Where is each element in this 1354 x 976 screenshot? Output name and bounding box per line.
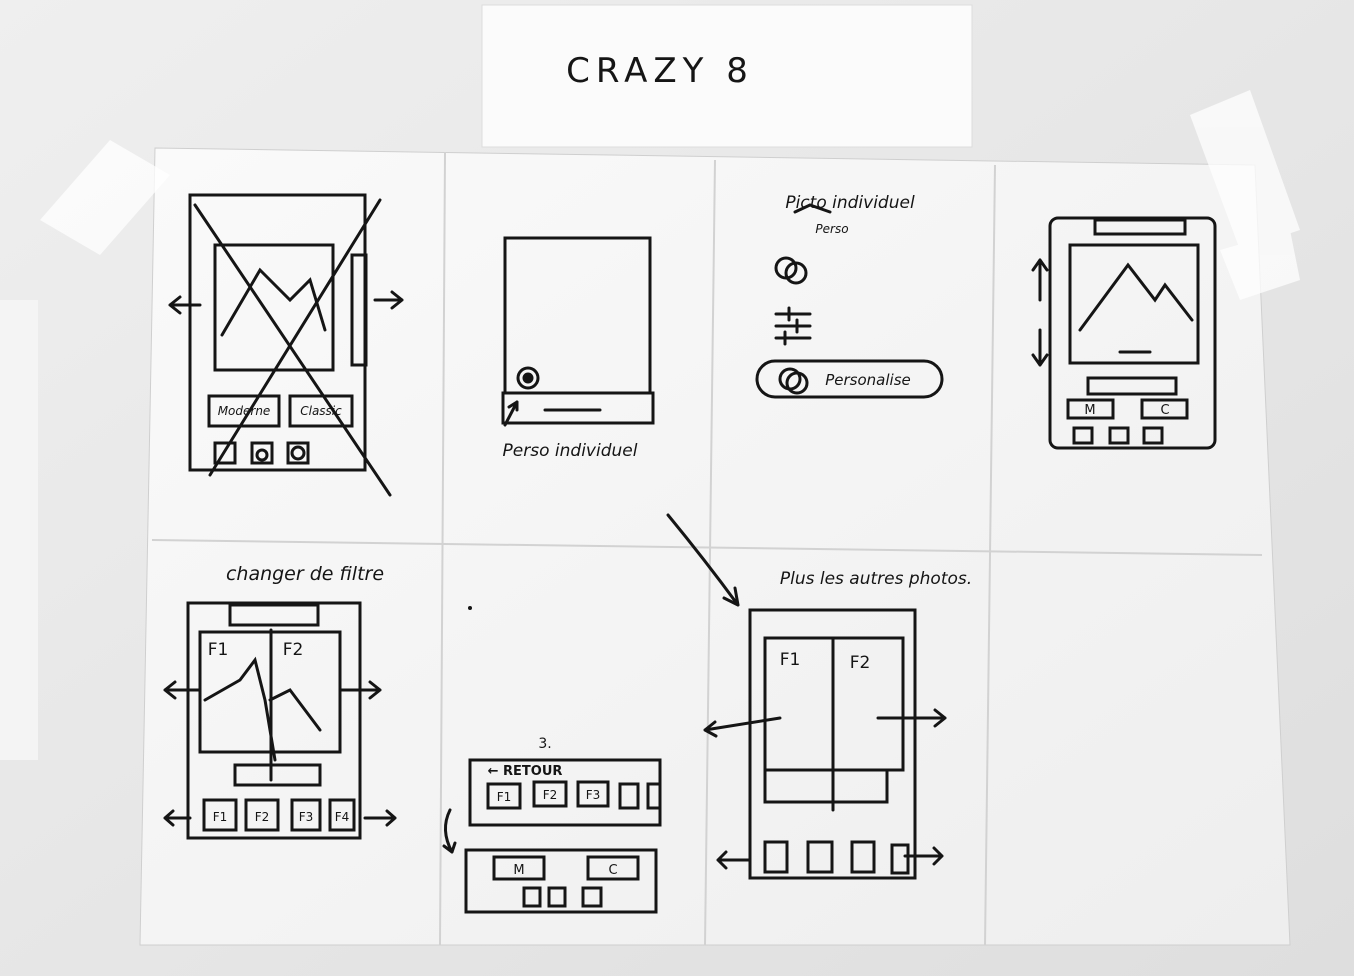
panel3-title: Picto individuel bbox=[785, 193, 915, 213]
panel6-filter-1: F1 bbox=[497, 790, 512, 804]
panel-7-sketch bbox=[666, 513, 947, 880]
panel4-btn-m: M bbox=[1084, 403, 1095, 418]
neighbor-sheet bbox=[0, 300, 38, 760]
phone-frame bbox=[748, 608, 917, 880]
panel7-label-f1: F1 bbox=[780, 650, 801, 670]
panel3-subtitle: Perso bbox=[815, 222, 848, 236]
panel6-filter-3: F3 bbox=[586, 788, 601, 802]
moderne-box bbox=[207, 394, 281, 428]
panel4-btn-c: C bbox=[1160, 403, 1169, 418]
bottom-bar bbox=[501, 391, 655, 425]
tape bbox=[40, 90, 1300, 300]
panel6-back: ← RETOUR bbox=[488, 764, 563, 779]
phone-frame bbox=[186, 601, 362, 840]
panel-4-sketch bbox=[1031, 216, 1217, 450]
panel-2-sketch bbox=[501, 236, 655, 427]
panel2-caption: Perso individuel bbox=[503, 441, 638, 461]
classic-box bbox=[288, 394, 354, 428]
personalise-pill bbox=[755, 359, 944, 399]
fold-lines bbox=[151, 151, 1263, 946]
panel6-filter-2: F2 bbox=[543, 788, 558, 802]
panel6-btn-m: M bbox=[513, 863, 524, 878]
panel5-thumb-2: F2 bbox=[255, 810, 270, 824]
panel-6-sketch bbox=[442, 758, 662, 914]
panel5-title: changer de filtre bbox=[226, 563, 384, 585]
panel-1-sketch bbox=[168, 193, 404, 497]
panel5-thumb-3: F3 bbox=[299, 810, 314, 824]
panel6-btn-c: C bbox=[608, 863, 617, 878]
header-note: CRAZY 8 bbox=[481, 4, 973, 148]
panel7-label-f2: F2 bbox=[850, 653, 871, 673]
panel-3-sketch bbox=[755, 203, 944, 399]
perso-button-icon bbox=[516, 366, 540, 390]
panel-5-sketch bbox=[163, 601, 397, 840]
panel1-btn-moderne: Moderne bbox=[218, 404, 271, 418]
panel5-thumb-4: F4 bbox=[335, 810, 350, 824]
header-title: CRAZY 8 bbox=[566, 51, 754, 91]
stray-dot bbox=[468, 606, 472, 610]
panel5-label-f1: F1 bbox=[208, 640, 229, 660]
panel1-btn-classic: Classic bbox=[300, 404, 342, 418]
panel6-note: 3. bbox=[538, 736, 551, 752]
panel7-title: Plus les autres photos. bbox=[780, 569, 972, 589]
phone-frame bbox=[1048, 216, 1217, 450]
sketch-sheet bbox=[139, 147, 1291, 946]
panel5-label-f2: F2 bbox=[283, 640, 304, 660]
panel5-thumb-1: F1 bbox=[213, 810, 228, 824]
panel3-button: Personalise bbox=[825, 371, 911, 389]
